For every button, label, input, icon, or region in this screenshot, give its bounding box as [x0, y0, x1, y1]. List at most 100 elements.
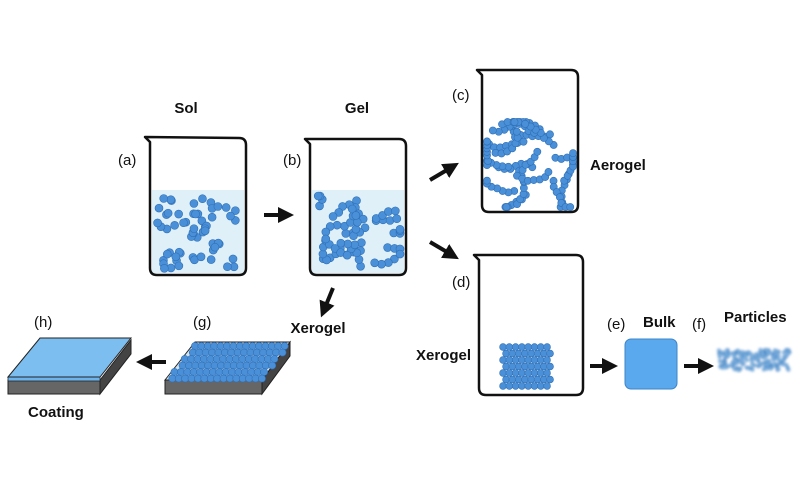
particle: [768, 366, 773, 371]
particle: [747, 351, 752, 356]
aerogel-label: Aerogel: [590, 157, 646, 174]
beaker-xerogel: [472, 253, 585, 397]
particle: [502, 362, 510, 371]
particle: [313, 191, 323, 201]
particle: [757, 360, 762, 365]
particle: [260, 368, 268, 376]
particle: [717, 348, 721, 353]
particle: [258, 374, 266, 383]
fine-particles: [717, 348, 792, 372]
particle: [171, 252, 181, 262]
particle: [786, 367, 791, 372]
particle: [524, 356, 532, 364]
particle: [782, 355, 786, 359]
coating-layer-edge: [7, 376, 101, 382]
coated-slab: [6, 337, 133, 396]
particle: [543, 356, 551, 364]
particle: [268, 361, 277, 370]
particle: [518, 356, 526, 364]
particle: [213, 202, 223, 211]
particle: [163, 208, 173, 218]
particle: [179, 218, 188, 228]
particle: [765, 350, 770, 355]
particle: [768, 351, 773, 356]
particle: [174, 261, 184, 271]
particle: [735, 367, 740, 372]
particle: [166, 195, 176, 204]
particle: [782, 350, 786, 355]
particle: [342, 250, 352, 260]
particle: [521, 119, 530, 128]
particle: [718, 359, 723, 364]
particle: [341, 229, 351, 238]
gel-particles: [313, 191, 405, 271]
particle: [499, 382, 507, 390]
particle: [511, 382, 520, 390]
particle: [732, 355, 736, 359]
particle: [200, 226, 210, 236]
particle: [511, 343, 520, 351]
stage-f-tag: (f): [692, 316, 706, 333]
particle: [505, 343, 513, 351]
particle: [521, 349, 529, 358]
sol-particles: [153, 194, 240, 273]
particle: [773, 348, 777, 353]
particle: [278, 348, 287, 357]
particle: [395, 249, 405, 259]
particle: [741, 361, 746, 366]
particle: [189, 199, 199, 208]
beaker-aerogel: [475, 68, 580, 214]
beaker-gel: [303, 137, 408, 277]
particle: [533, 349, 542, 358]
beaker-c-outline: [475, 68, 580, 214]
particle: [533, 375, 542, 384]
particle: [750, 367, 755, 372]
particle: [527, 362, 535, 371]
particle: [502, 203, 511, 211]
stage-b-tag: (b): [283, 152, 301, 169]
slab-h-front: [7, 379, 101, 395]
particle: [351, 211, 361, 220]
particle: [742, 353, 747, 358]
particles-label: Particles: [724, 309, 787, 326]
particle: [775, 356, 780, 361]
particle: [518, 343, 526, 351]
beaker-b-outline: [303, 137, 408, 277]
particle: [505, 369, 513, 377]
particle: [226, 211, 235, 221]
particle: [546, 375, 554, 384]
particle: [527, 349, 535, 358]
particle: [519, 137, 528, 146]
particle: [391, 206, 400, 216]
particle: [753, 352, 758, 357]
particle: [530, 343, 539, 351]
particle: [736, 349, 741, 353]
particle: [270, 355, 279, 363]
particle: [159, 194, 169, 203]
particle: [483, 176, 491, 185]
particle: [336, 238, 346, 248]
particle: [502, 349, 510, 358]
particle: [740, 350, 745, 354]
particle: [395, 224, 405, 234]
particle: [514, 349, 523, 358]
particle: [540, 375, 548, 384]
particle: [510, 118, 519, 126]
particle: [512, 127, 521, 136]
particle: [505, 382, 513, 390]
particle-film-slab: [163, 340, 291, 396]
particle: [524, 369, 532, 377]
sol-label: Sol: [174, 100, 197, 117]
particle: [723, 365, 728, 370]
particle: [722, 354, 727, 359]
particle: [347, 204, 357, 214]
particle: [543, 343, 551, 351]
particle: [764, 358, 769, 363]
coating-label: Coating: [28, 404, 84, 421]
particle: [392, 214, 402, 224]
particle: [231, 206, 240, 215]
particle: [764, 366, 769, 371]
particle: [718, 352, 722, 357]
particle: [370, 258, 379, 268]
particle: [725, 348, 729, 353]
